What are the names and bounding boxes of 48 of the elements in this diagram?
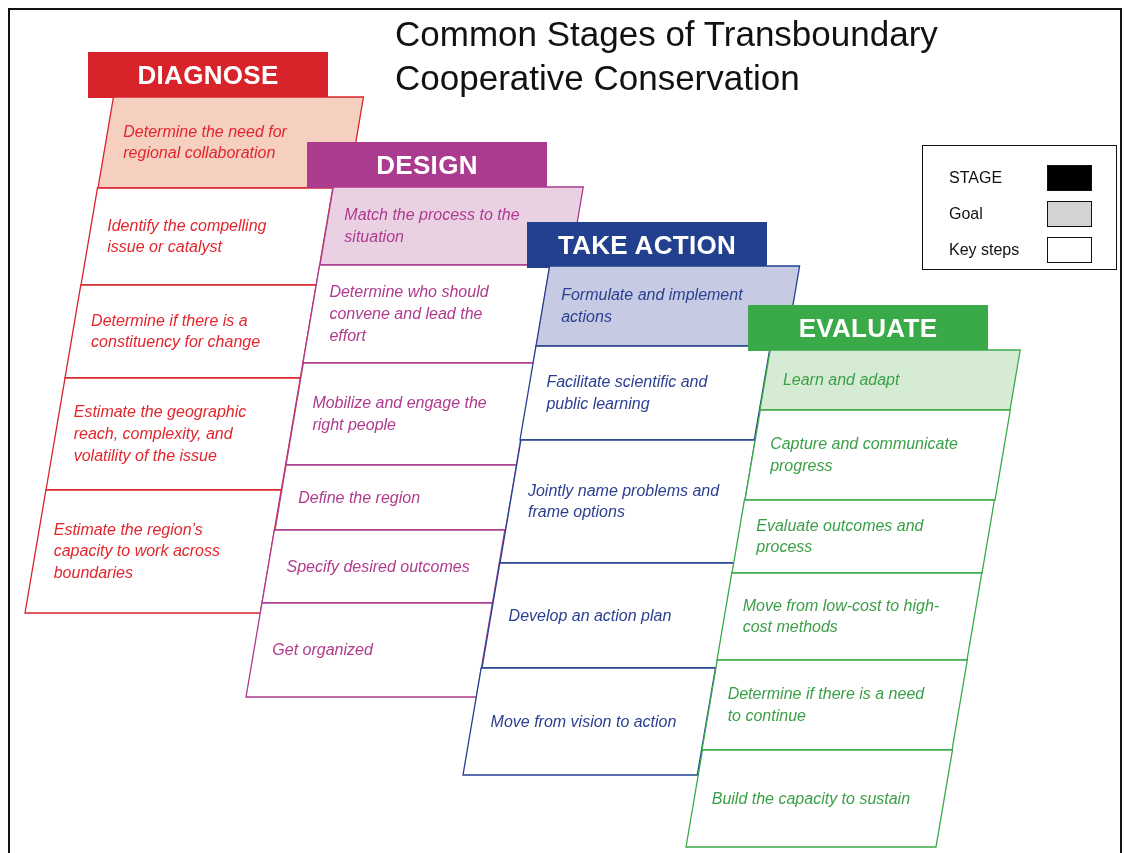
step-box bbox=[25, 490, 282, 613]
stage-header: DIAGNOSE bbox=[88, 52, 328, 98]
step-box bbox=[46, 378, 301, 490]
step-text: Get organized bbox=[272, 640, 373, 661]
stage-header: EVALUATE bbox=[748, 305, 988, 351]
step-text: Facilitate scientific and public learning bbox=[546, 372, 709, 414]
step-text: Capture and communicate progress bbox=[770, 434, 959, 476]
step-box bbox=[702, 660, 968, 750]
step-text: Move from low-cost to high-cost methods bbox=[742, 595, 941, 638]
step-box bbox=[481, 563, 734, 668]
step-box bbox=[685, 750, 952, 847]
goal-text: Learn and adapt bbox=[782, 370, 900, 391]
step-text: Move from vision to action bbox=[490, 711, 677, 732]
step-text: Determine if there is a need to continue bbox=[727, 684, 926, 726]
step-box bbox=[744, 410, 1010, 500]
step-box bbox=[81, 188, 333, 285]
step-box bbox=[732, 500, 995, 573]
stage-header: TAKE ACTION bbox=[527, 222, 767, 268]
legend-label: Key steps bbox=[949, 241, 1020, 259]
goal-text: Determine the need for regional collaboration bbox=[123, 121, 289, 164]
step-box bbox=[717, 573, 983, 660]
goal-text: Match the process to the situation bbox=[344, 205, 521, 247]
legend-label: STAGE bbox=[949, 169, 1003, 187]
step-text: Determine if there is a constituency for change bbox=[91, 310, 262, 353]
step-text: Evaluate outcomes and process bbox=[756, 515, 925, 558]
step-text: Estimate the geographic reach, complexity, and volatility of the issue bbox=[73, 402, 248, 466]
step-box bbox=[274, 465, 517, 530]
step-text: Jointly name problems and frame options bbox=[527, 480, 721, 523]
step-box bbox=[303, 265, 551, 363]
step-box bbox=[285, 363, 534, 465]
step-text: Mobilize and engage the right people bbox=[312, 393, 488, 435]
goal-box bbox=[759, 350, 1020, 410]
step-box bbox=[463, 668, 716, 775]
step-box bbox=[65, 285, 317, 378]
step-text: Determine who should convene and lead the effort bbox=[329, 282, 490, 346]
step-box bbox=[246, 603, 493, 697]
step-text: Estimate the region’s capacity to work across boundaries bbox=[53, 519, 221, 584]
stage-header: DESIGN bbox=[307, 142, 547, 188]
step-text: Develop an action plan bbox=[508, 605, 672, 626]
legend-label: Goal bbox=[949, 205, 983, 223]
step-box bbox=[520, 346, 771, 440]
title: Common Stages of Transboundary Cooperative Conservation bbox=[395, 13, 939, 100]
step-text: Identify the compelling issue or catalyst bbox=[107, 215, 268, 258]
step-box bbox=[262, 530, 506, 603]
step-text: Specify desired outcomes bbox=[286, 556, 470, 577]
step-text: Define the region bbox=[298, 487, 421, 508]
goal-text: Formulate and implement actions bbox=[561, 285, 744, 327]
step-text: Build the capacity to sustain bbox=[711, 788, 911, 809]
